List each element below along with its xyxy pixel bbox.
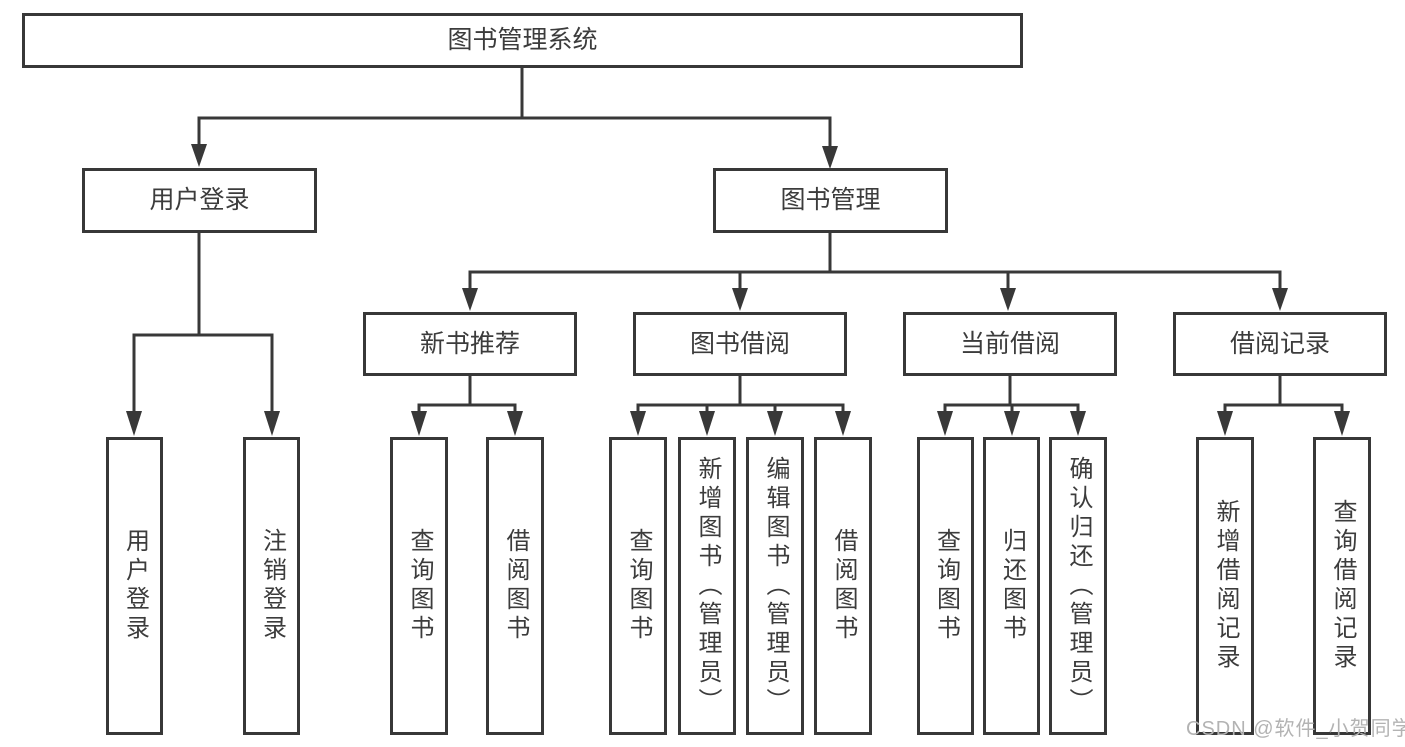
leaf-user-login: 用户登录 — [106, 437, 163, 735]
leaf-bb-query-books: 查询图书 — [609, 437, 667, 735]
leaf-cb-query-books-label: 查询图书 — [932, 528, 960, 644]
arrow-down-icon — [630, 411, 646, 436]
leaf-nbr-borrow-books: 借阅图书 — [486, 437, 544, 735]
node-current-borrowing: 当前借阅 — [903, 312, 1117, 376]
leaf-cb-return-books-label: 归还图书 — [998, 528, 1026, 644]
leaf-br-query-borrow-record: 查询借阅记录 — [1313, 437, 1371, 735]
arrow-down-icon — [1217, 411, 1233, 436]
node-book-borrowing-label: 图书借阅 — [689, 329, 790, 358]
leaf-logout-login-label: 注销登录 — [258, 528, 286, 644]
arrow-down-icon — [191, 144, 207, 167]
csdn-watermark: CSDN @软件_小贺同学 — [1186, 718, 1405, 740]
arrow-down-icon — [937, 411, 953, 436]
leaf-bb-borrow-books: 借阅图书 — [814, 437, 872, 735]
arrow-down-icon — [1070, 411, 1086, 436]
connector-new-books-split — [417, 403, 517, 414]
node-root: 图书管理系统 — [22, 13, 1023, 68]
arrow-down-icon — [835, 411, 851, 436]
node-current-borrowing-label: 当前借阅 — [959, 329, 1060, 358]
leaf-br-query-borrow-record-label: 查询借阅记录 — [1329, 499, 1356, 673]
arrowheads — [126, 144, 1350, 436]
leaf-nbr-borrow-books-label: 借阅图书 — [502, 528, 529, 644]
leaf-bb-add-books-admin: 新增图书（管理员） — [678, 437, 736, 735]
leaf-bb-borrow-books-label: 借阅图书 — [830, 528, 857, 644]
arrow-down-icon — [822, 146, 838, 169]
arrow-down-icon — [767, 411, 783, 436]
node-new-book-recommend-label: 新书推荐 — [419, 329, 520, 358]
leaf-nbr-query-books-label: 查询图书 — [406, 528, 433, 644]
arrow-down-icon — [462, 288, 478, 311]
arrow-down-icon — [1334, 411, 1350, 436]
leaf-br-add-borrow-record: 新增借阅记录 — [1196, 437, 1254, 735]
connector-records-split — [1223, 403, 1344, 414]
connector-borrowing-split — [636, 403, 845, 414]
leaf-cb-return-books: 归还图书 — [983, 437, 1040, 735]
leaf-nbr-query-books: 查询图书 — [390, 437, 448, 735]
leaf-bb-add-books-admin-label: 新增图书（管理员） — [694, 455, 721, 717]
leaf-user-login-label: 用户登录 — [121, 528, 149, 644]
arrow-down-icon — [264, 411, 280, 436]
arrow-down-icon — [507, 411, 523, 436]
node-book-borrowing: 图书借阅 — [633, 312, 847, 376]
arrow-down-icon — [1004, 411, 1020, 436]
connector-user-login-split — [132, 333, 274, 414]
node-user-login-label: 用户登录 — [149, 186, 250, 214]
connector-root-split — [197, 116, 832, 150]
arrow-down-icon — [411, 411, 427, 436]
node-book-management: 图书管理 — [713, 168, 948, 233]
arrow-down-icon — [1272, 288, 1288, 311]
leaf-bb-edit-books-admin-label: 编辑图书（管理员） — [762, 455, 789, 717]
arrow-down-icon — [1000, 288, 1016, 311]
node-user-login: 用户登录 — [82, 168, 317, 233]
arrow-down-icon — [126, 411, 142, 436]
arrow-down-icon — [699, 411, 715, 436]
leaf-cb-query-books: 查询图书 — [917, 437, 974, 735]
leaf-cb-confirm-return-admin: 确认归还（管理员） — [1049, 437, 1107, 735]
node-new-book-recommend: 新书推荐 — [363, 312, 577, 376]
connector-book-management-split — [468, 270, 1282, 292]
node-book-management-label: 图书管理 — [780, 186, 881, 214]
leaf-br-add-borrow-record-label: 新增借阅记录 — [1212, 499, 1239, 673]
leaf-bb-query-books-label: 查询图书 — [625, 528, 652, 644]
leaf-cb-confirm-return-admin-label: 确认归还（管理员） — [1065, 455, 1092, 717]
node-borrowing-records-label: 借阅记录 — [1229, 329, 1330, 358]
node-root-label: 图书管理系统 — [447, 26, 598, 54]
arrow-down-icon — [732, 288, 748, 311]
node-borrowing-records: 借阅记录 — [1173, 312, 1387, 376]
leaf-logout-login: 注销登录 — [243, 437, 300, 735]
leaf-bb-edit-books-admin: 编辑图书（管理员） — [746, 437, 804, 735]
